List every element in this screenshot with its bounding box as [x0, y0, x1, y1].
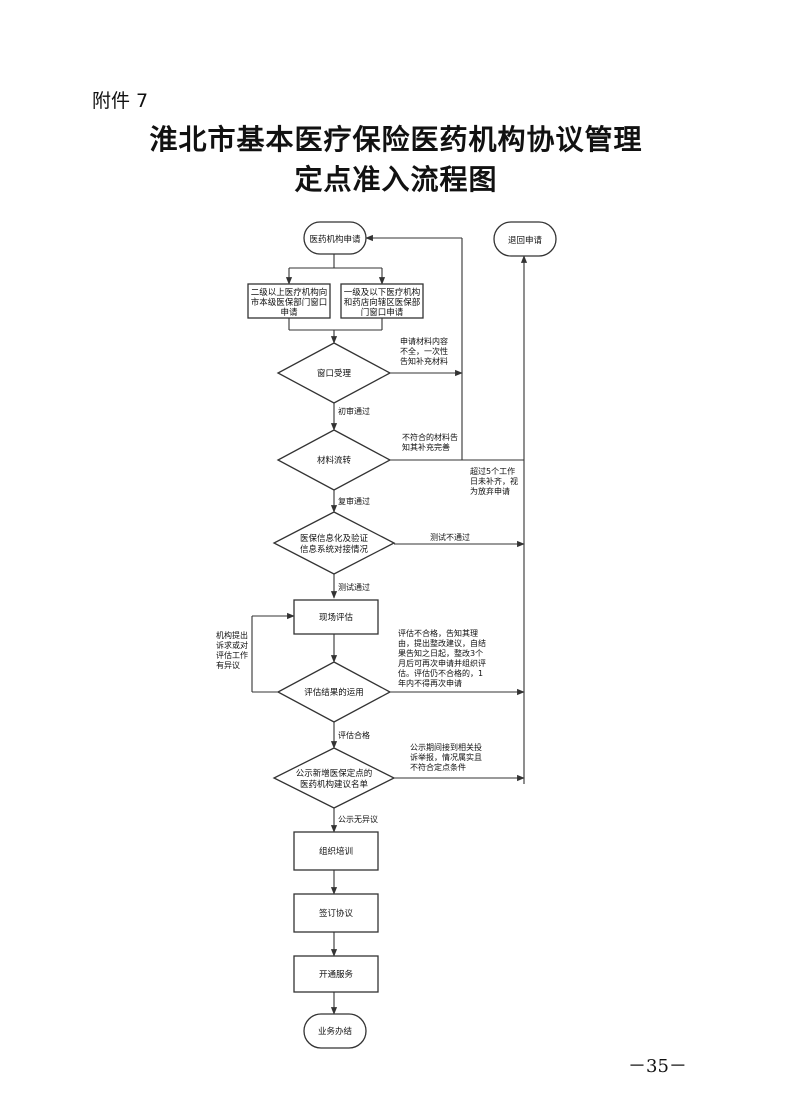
incomplete-label-1: 申请材料内容 [400, 336, 448, 346]
info-check-line1: 医保信息化及验证 [300, 533, 369, 544]
eval-fail-label-2: 由，提出整改建议，自结 [398, 638, 486, 648]
eval-fail-label-4: 月后可再次申请并组织评 [398, 658, 486, 668]
open-service-text: 开通服务 [319, 969, 354, 980]
info-check-decision [272, 511, 396, 575]
complaint-label-3: 不符合定点条件 [410, 762, 466, 772]
training-box [293, 831, 379, 871]
eval-use-text: 评估结果的运用 [304, 687, 364, 698]
branch-left-line3: 申请 [280, 307, 298, 318]
branch-right-line1: 一级及以下医疗机构 [344, 287, 421, 298]
connectors [251, 234, 528, 1015]
review-pass-label: 复审通过 [338, 496, 370, 506]
open-service-box [293, 955, 379, 993]
reject-terminal [493, 221, 557, 257]
publicize-decision [272, 747, 396, 809]
eval-fail-label-1: 评估不合格，告知其理 [398, 628, 478, 638]
publicize-line1: 公示新增医保定点的 [296, 768, 373, 779]
page-title-line2: 定点准入流程图 [294, 163, 498, 196]
noncompliant-label-1: 不符合的材料告 [402, 432, 458, 442]
branch-left-line1: 二级以上医疗机构向 [251, 287, 328, 298]
eval-fail-label-6: 年内不得再次申请 [398, 678, 462, 688]
test-fail-label: 测试不通过 [430, 532, 470, 542]
branch-left-line2: 市本级医保部门窗口 [251, 297, 328, 308]
apply-text: 医药机构申请 [309, 234, 361, 245]
overdue-label-1: 超过5个工作 [470, 466, 515, 476]
branch-left-box [247, 283, 331, 319]
objection-label-3: 评估工作 [216, 650, 248, 660]
eval-fail-label-3: 果告知之日起，整改3个 [398, 648, 483, 658]
reject-text: 退回申请 [508, 235, 543, 246]
training-text: 组织培训 [319, 846, 353, 857]
attachment-label: 附件 7 [92, 90, 149, 112]
incomplete-label-3: 告知补充材料 [400, 356, 448, 366]
branch-right-line3: 门窗口申请 [361, 307, 404, 318]
overdue-label-2: 日未补齐，视 [470, 476, 518, 486]
objection-label-2: 诉求或对 [216, 640, 248, 650]
material-transfer-decision [276, 429, 392, 491]
objection-label-1: 机构提出 [216, 630, 248, 640]
first-pass-label: 初审通过 [338, 406, 370, 416]
page-title-line1: 淮北市基本医疗保险医药机构协议管理 [149, 123, 643, 156]
test-pass-label: 测试通过 [338, 582, 370, 592]
page-number: －35－ [628, 1056, 687, 1077]
done-terminal [303, 1013, 367, 1049]
onsite-eval-text: 现场评估 [319, 612, 354, 623]
window-accept-decision [276, 342, 392, 404]
apply-terminal [303, 221, 367, 255]
edge-labels: 申请材料内容 不全，一次性 告知补充材料 初审通过 不符合的材料告 知其补充完善… [216, 336, 518, 824]
info-check-line2: 信息系统对接情况 [300, 544, 369, 555]
done-text: 业务办结 [318, 1026, 352, 1037]
complaint-label-1: 公示期间接到相关投 [410, 742, 482, 752]
objection-label-4: 有异议 [216, 660, 240, 670]
noncompliant-label-2: 知其补充完善 [402, 442, 450, 452]
no-objection-label: 公示无异议 [338, 815, 378, 824]
eval-use-decision [276, 661, 392, 723]
overdue-label-3: 为放弃申请 [470, 486, 510, 496]
eval-fail-label-5: 估。评估仍不合格的，1 [398, 668, 483, 678]
window-accept-text: 窗口受理 [317, 368, 352, 379]
branch-right-box [340, 283, 424, 319]
material-transfer-text: 材料流转 [317, 455, 352, 466]
incomplete-label-2: 不全，一次性 [400, 346, 448, 356]
eval-pass-label: 评估合格 [338, 730, 370, 740]
onsite-eval-box [293, 599, 379, 635]
sign-text: 签订协议 [319, 908, 354, 919]
publicize-line2: 医药机构建议名单 [300, 779, 369, 790]
complaint-label-2: 诉举报，情况属实且 [410, 752, 482, 762]
sign-box [293, 893, 379, 933]
branch-right-line2: 和药店向辖区医保部 [344, 297, 421, 308]
flow-nodes: 医药机构申请 退回申请 二级以上医疗机构向 市本级医保部门窗口 申请 一级及以下… [247, 221, 557, 1049]
